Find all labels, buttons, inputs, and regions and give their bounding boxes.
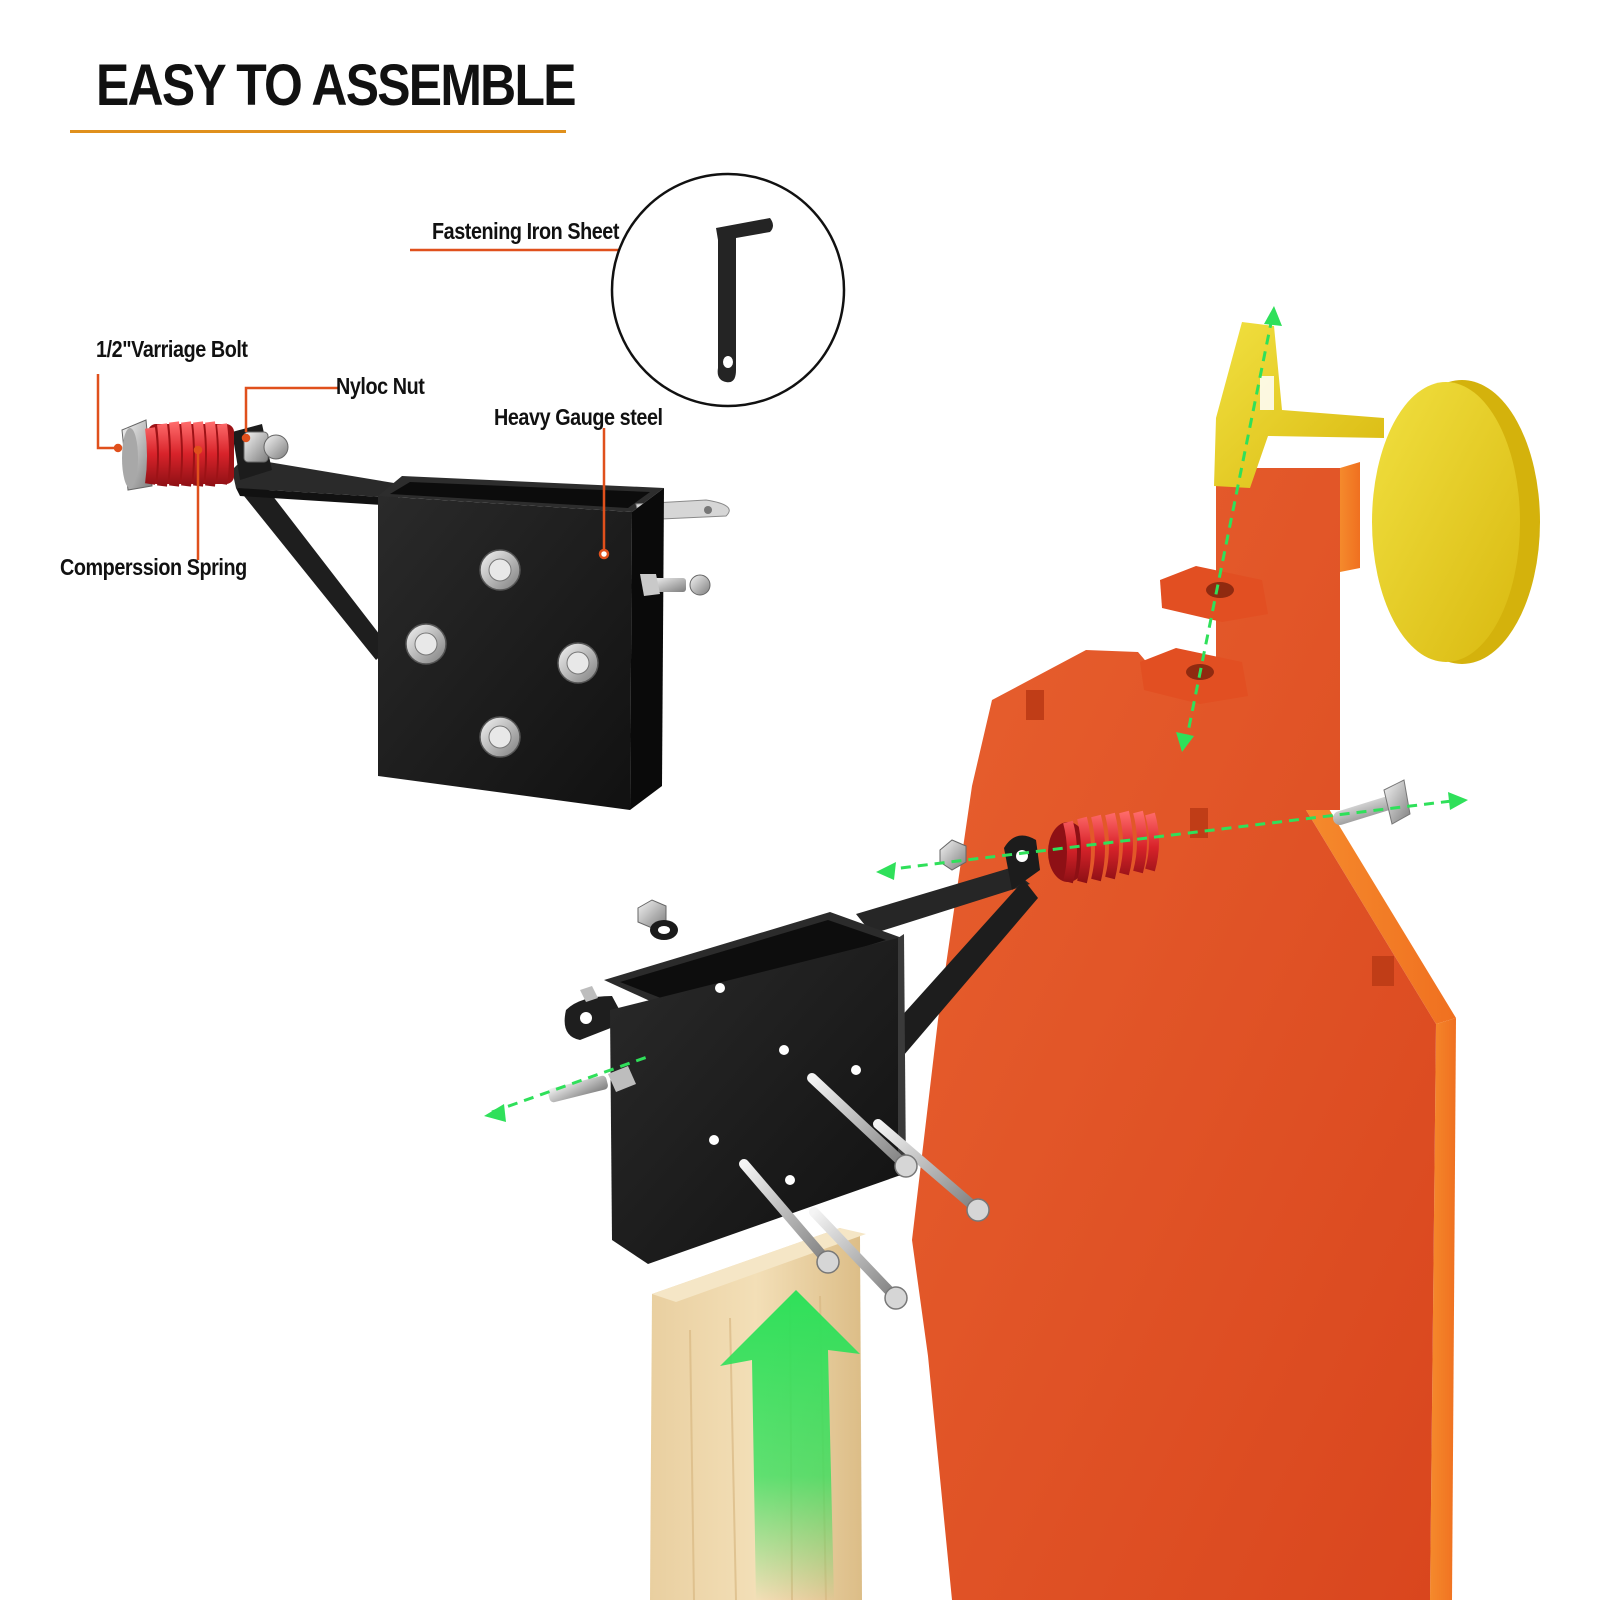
title-underline: [70, 130, 566, 133]
compression-spring-upper: [145, 421, 234, 487]
label-compression-spring: Comperssion Spring: [60, 554, 247, 580]
label-heavy-gauge-steel: Heavy Gauge steel: [494, 404, 663, 430]
popper-paddle: [1214, 322, 1540, 664]
label-carriage-bolt: 1/2"Varriage Bolt: [96, 336, 248, 362]
bracket-lower: [548, 835, 1040, 1310]
front-nuts: [405, 549, 599, 758]
label-fastening-iron-sheet: Fastening Iron Sheet: [432, 218, 620, 244]
assembly-arrow: [720, 1290, 860, 1600]
fastening-sheet-inset: [610, 172, 846, 408]
bracket-diagram: [121, 419, 730, 810]
label-nyloc-nut: Nyloc Nut: [336, 373, 425, 399]
spring-assembly-lower: [939, 779, 1411, 884]
alignment-axes: [491, 317, 1461, 1114]
page-title: EASY TO ASSEMBLE: [96, 53, 577, 118]
steel-target: [912, 462, 1456, 1600]
axis-arrowheads: [484, 306, 1468, 1122]
